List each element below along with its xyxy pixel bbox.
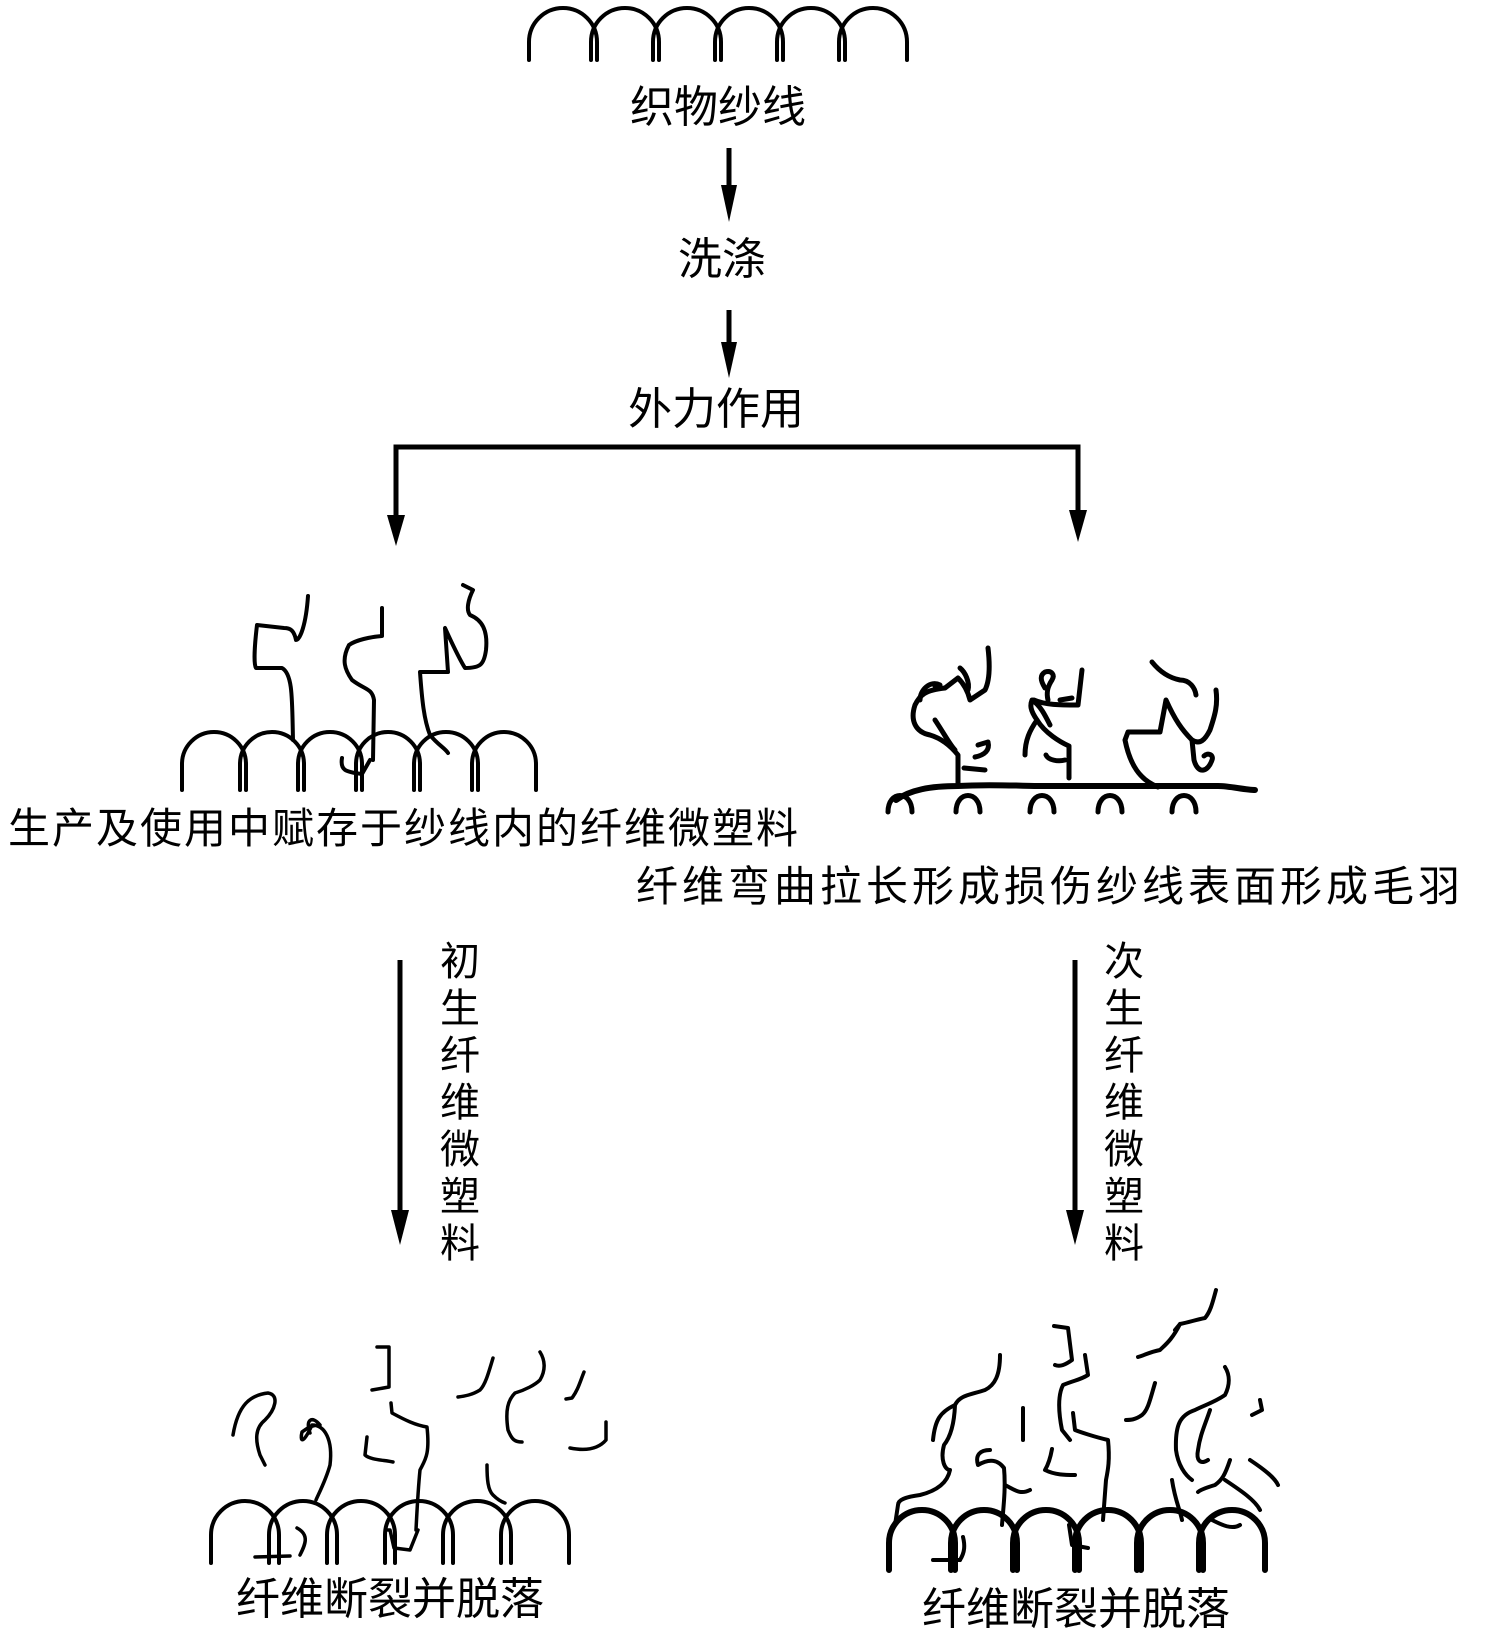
broken-fibers-icon: [209, 1499, 571, 1565]
arrow-left-down: [391, 960, 409, 1245]
yarn-loop: [527, 6, 599, 62]
yarn-loop: [441, 1499, 513, 1565]
yarn-loop: [1010, 1507, 1082, 1573]
yarn-loop: [651, 6, 723, 62]
broken-fibers-icon-right: [886, 1507, 1268, 1573]
arrow-washing-to-force: [721, 310, 737, 378]
yarn-loop: [953, 793, 983, 815]
yarn-loop: [775, 6, 847, 62]
edge-right-down-label: 次生纤维微塑料: [1097, 940, 1143, 1269]
yarn-with-fibers-icon: [180, 730, 538, 792]
yarn-loop: [470, 730, 538, 792]
hairiness-fibers: [910, 645, 1220, 790]
edge-left-down-label: 初生纤维微塑料: [433, 940, 479, 1269]
yarn-loop: [837, 6, 909, 62]
yarn-loop: [267, 1499, 339, 1565]
yarn-loop: [1196, 1507, 1268, 1573]
embedded-fibers: [252, 583, 489, 776]
yarn-loop: [1095, 793, 1125, 815]
node-washing-label: 洗涤: [678, 234, 766, 285]
node-yarn-label: 织物纱线: [630, 82, 806, 133]
yarn-loop: [180, 730, 248, 792]
arrow-to-left-branch: [387, 515, 405, 546]
branch-connector: [387, 444, 1087, 546]
node-right-result-label: 纤维断裂并脱落: [922, 1584, 1230, 1635]
yarn-loops-icon: [527, 6, 909, 62]
yarn-loop: [412, 730, 480, 792]
yarn-loop: [1134, 1507, 1206, 1573]
yarn-loop: [325, 1499, 397, 1565]
yarn-loop: [209, 1499, 281, 1565]
yarn-surface: [893, 782, 1258, 803]
yarn-loop: [499, 1499, 571, 1565]
right-broken-fibers: [893, 1288, 1280, 1562]
yarn-loop: [589, 6, 661, 62]
yarn-loop: [1027, 793, 1057, 815]
damaged-yarn-hairiness-icon: [885, 782, 1258, 815]
yarn-loop: [1072, 1507, 1144, 1573]
node-left-state-label: 生产及使用中赋存于纱线内的纤维微塑料: [8, 804, 801, 853]
left-broken-fibers: [231, 1345, 608, 1559]
yarn-loop: [238, 730, 306, 792]
node-left-result-label: 纤维断裂并脱落: [236, 1574, 544, 1625]
arrow-yarn-to-washing: [721, 148, 737, 222]
yarn-loop: [1169, 793, 1199, 815]
yarn-loop: [354, 730, 422, 792]
node-right-state-label: 纤维弯曲拉长形成损伤纱线表面形成毛羽: [636, 862, 1465, 911]
yarn-loop: [296, 730, 364, 792]
yarn-loop: [885, 793, 915, 815]
yarn-loop: [713, 6, 785, 62]
arrow-right-down: [1066, 960, 1084, 1245]
arrow-to-right-branch: [1069, 510, 1087, 542]
node-external-force-label: 外力作用: [628, 384, 804, 435]
